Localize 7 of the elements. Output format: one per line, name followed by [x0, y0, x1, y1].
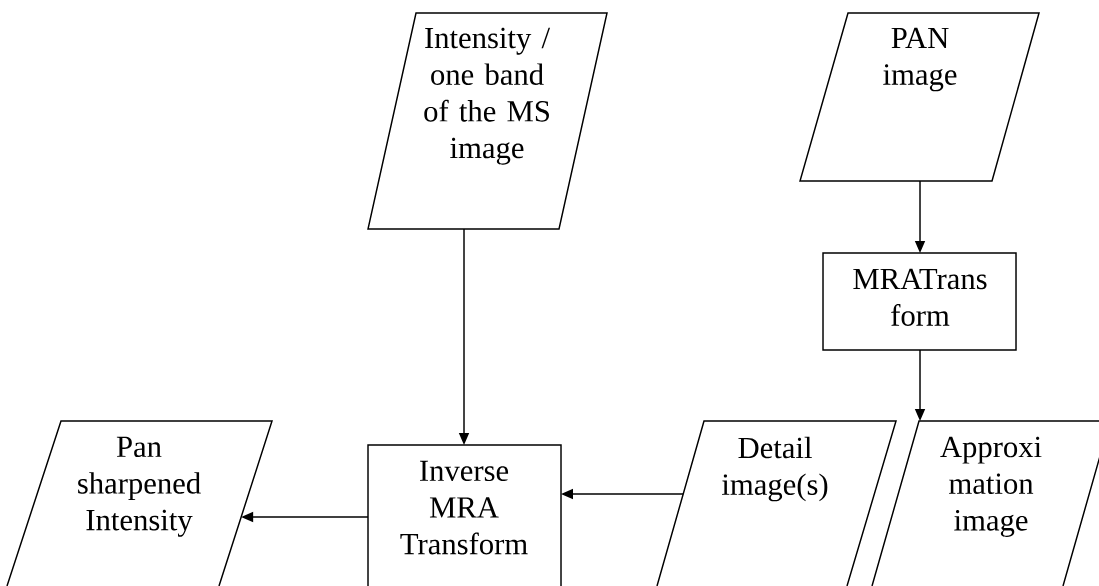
data-parallelogram: Detail image(s) — [656, 420, 897, 586]
data-parallelogram: Approxi mation image — [871, 420, 1099, 586]
process-box: Inverse MRA Transform — [367, 444, 562, 586]
input-parallelogram: PAN image — [799, 12, 1040, 182]
output-parallelogram: Pan sharpened Intensity — [6, 420, 273, 586]
process-box: MRATrans form — [822, 252, 1017, 351]
input-parallelogram: Intensity / one band of the MS image — [367, 12, 608, 230]
